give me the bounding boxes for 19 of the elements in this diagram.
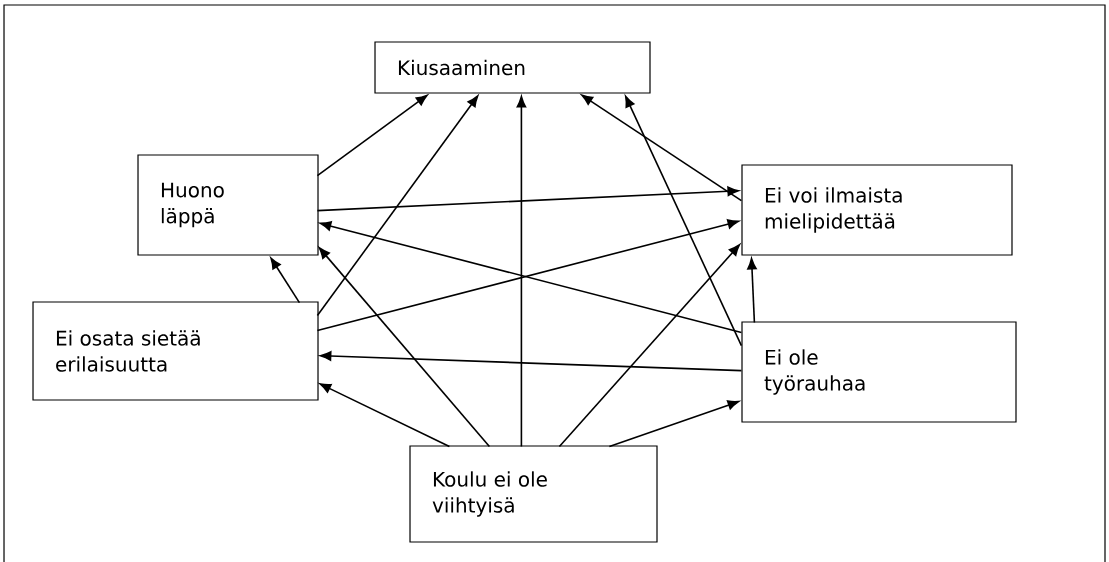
arrow (581, 94, 743, 202)
arrow (747, 257, 757, 324)
text-box: Ei osata sietää erilaisuutta (32, 301, 319, 401)
arrow (316, 95, 479, 317)
arrow (270, 257, 301, 304)
text-box: Ei voi ilmaista mielipidettää (741, 164, 1013, 256)
text-box: Huono läppä (137, 154, 319, 256)
arrow (608, 400, 740, 448)
arrow (516, 95, 527, 448)
text-box: Koulu ei ole viihtyisä (409, 445, 658, 543)
arrow (558, 244, 741, 448)
arrow (624, 95, 743, 347)
arrow (316, 94, 428, 177)
arrow (318, 247, 491, 448)
arrow (319, 383, 451, 448)
arrow (319, 351, 743, 372)
text-box: Kiusaaminen (374, 41, 651, 94)
arrow (316, 186, 740, 212)
text-box: Ei ole työrauhaa (741, 321, 1017, 423)
